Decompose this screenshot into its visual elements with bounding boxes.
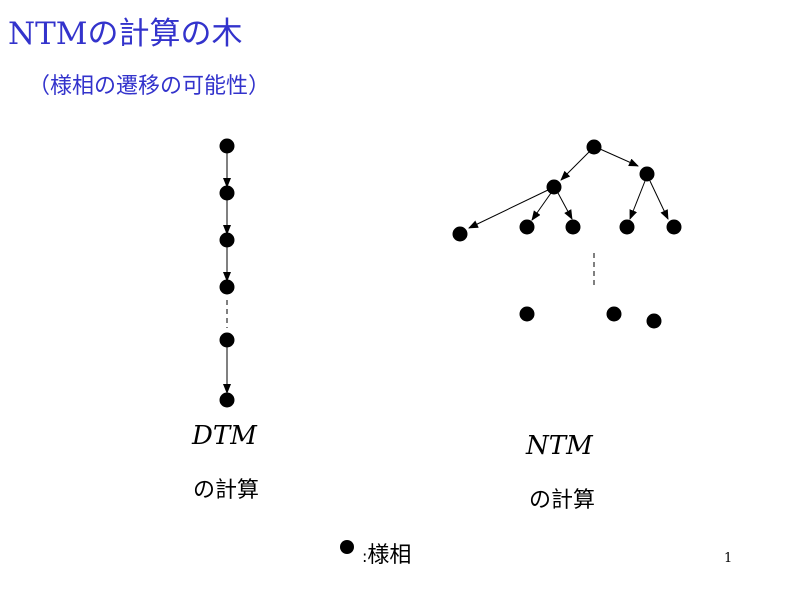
slide-title: NTMの計算の木 bbox=[8, 16, 243, 52]
dtm-node bbox=[219, 185, 235, 201]
ntm-node bbox=[606, 306, 622, 322]
ntm-caption: の計算 bbox=[529, 488, 596, 513]
slide-subtitle: （様相の遷移の可能性） bbox=[28, 74, 271, 99]
dtm-node bbox=[219, 332, 235, 348]
ntm-node bbox=[519, 219, 535, 235]
ntm-label: NTM bbox=[526, 431, 593, 461]
dtm-node bbox=[219, 279, 235, 295]
ntm-edge bbox=[629, 180, 646, 220]
ntm-node bbox=[519, 306, 535, 322]
dtm-node bbox=[219, 138, 235, 154]
ntm-edge bbox=[560, 150, 591, 181]
ntm-node bbox=[646, 313, 662, 329]
ntm-edge bbox=[557, 192, 573, 220]
legend-node-icon bbox=[340, 540, 354, 554]
dtm-tree bbox=[219, 138, 235, 408]
ntm-tree bbox=[452, 139, 682, 329]
page-number: 1 bbox=[724, 551, 733, 566]
ntm-node bbox=[666, 219, 682, 235]
dtm-node bbox=[219, 232, 235, 248]
dtm-node bbox=[219, 392, 235, 408]
ntm-edge bbox=[649, 180, 669, 220]
ntm-node bbox=[452, 226, 468, 242]
legend-separator: : bbox=[362, 547, 368, 566]
ntm-node bbox=[565, 219, 581, 235]
ntm-node bbox=[586, 139, 602, 155]
ntm-edge bbox=[599, 148, 639, 167]
ntm-node bbox=[619, 219, 635, 235]
dtm-label: DTM bbox=[192, 421, 257, 451]
legend-text: 様相 bbox=[367, 543, 412, 568]
ntm-node bbox=[546, 179, 562, 195]
ntm-node bbox=[639, 166, 655, 182]
legend: :様相 bbox=[362, 537, 411, 569]
ntm-edge bbox=[468, 189, 549, 229]
dtm-caption: の計算 bbox=[193, 478, 260, 503]
ntm-edge bbox=[531, 192, 552, 221]
